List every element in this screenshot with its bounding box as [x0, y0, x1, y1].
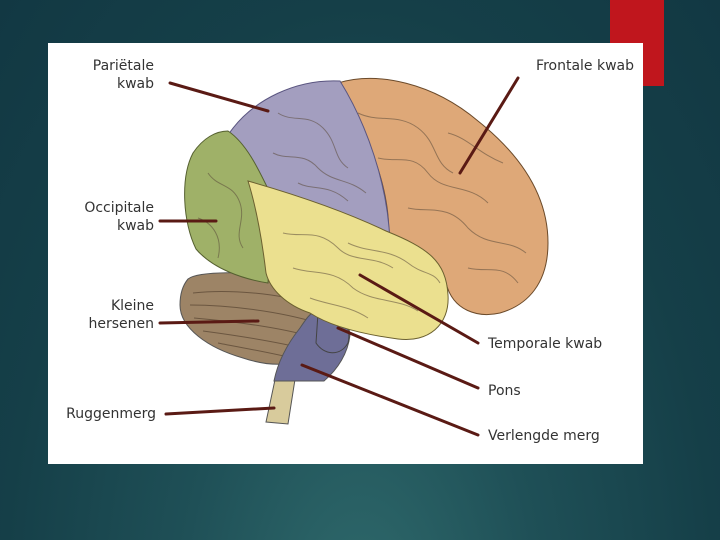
leader-cerebellum: [160, 321, 258, 323]
label-frontal-text: Frontale kwab: [508, 57, 634, 75]
label-pons-text: Pons: [488, 382, 521, 400]
label-temporal: Temporale kwab: [488, 335, 602, 353]
label-cerebellum-line2: hersenen: [66, 315, 154, 333]
leader-parietal: [170, 83, 268, 111]
label-occipital: Occipitale kwab: [66, 199, 154, 235]
label-temporal-text: Temporale kwab: [488, 335, 602, 353]
label-spinal-cord-text: Ruggenmerg: [56, 405, 156, 423]
label-cerebellum: Kleine hersenen: [66, 297, 154, 333]
brain-diagram: [48, 43, 643, 464]
label-spinal-cord: Ruggenmerg: [56, 405, 156, 423]
leader-spinal-cord: [166, 408, 274, 414]
diagram-panel: Pariëtale kwab Frontale kwab Occipitale …: [48, 43, 643, 464]
label-occipital-line1: Occipitale: [66, 199, 154, 217]
label-medulla-text: Verlengde merg: [488, 427, 600, 445]
label-parietal-line1: Pariëtale: [68, 57, 154, 75]
label-parietal-line2: kwab: [68, 75, 154, 93]
label-occipital-line2: kwab: [66, 217, 154, 235]
label-frontal: Frontale kwab: [508, 57, 634, 75]
label-parietal: Pariëtale kwab: [68, 57, 154, 93]
label-pons: Pons: [488, 382, 521, 400]
label-cerebellum-line1: Kleine: [66, 297, 154, 315]
label-medulla: Verlengde merg: [488, 427, 600, 445]
